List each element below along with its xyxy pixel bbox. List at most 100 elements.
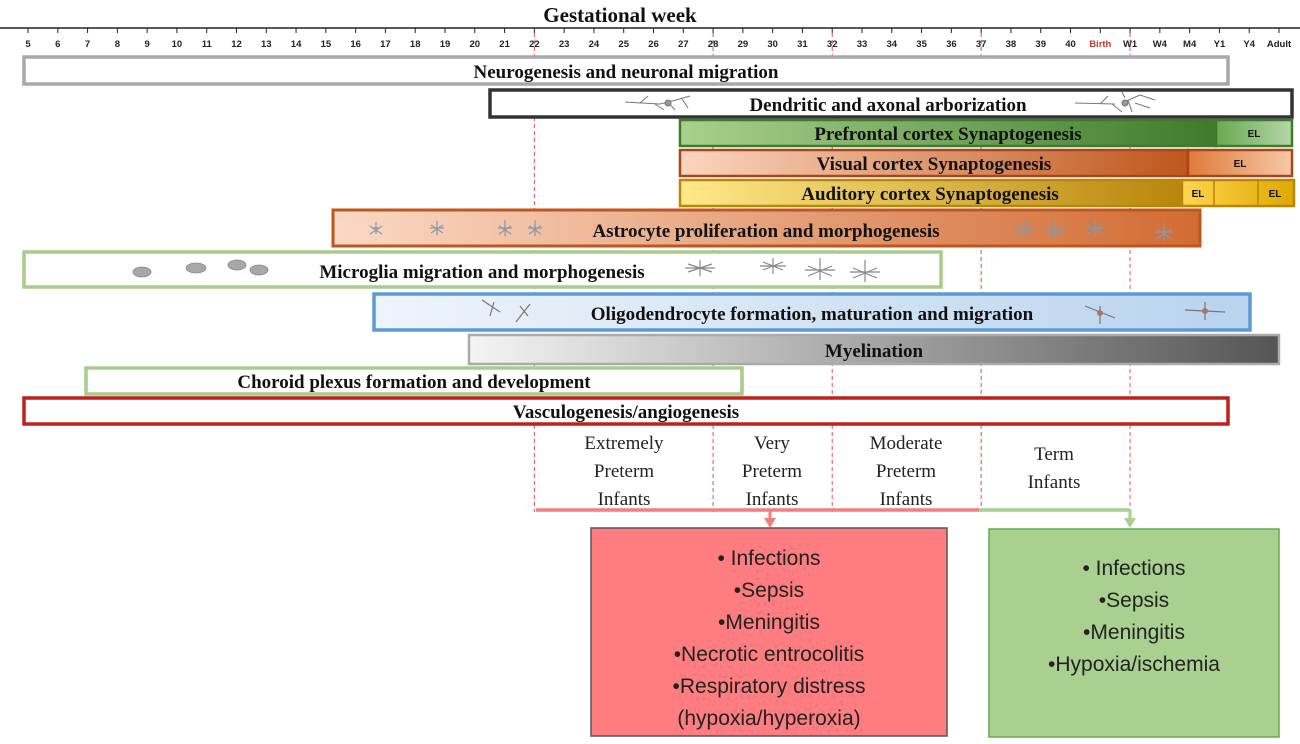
term-risk-box: • Infections •Sepsis •Meningitis •Hypoxi… [988,528,1280,738]
astrocyte-icon [369,218,1173,241]
preterm-connector [536,508,979,528]
axis-tick-label: 17 [380,39,391,50]
axis-tick-label: 39 [1035,39,1046,50]
axis-tick-label: 34 [886,39,897,50]
group-moderate-preterm: Moderate Preterm Infants [870,433,943,510]
el-label: EL [1248,129,1261,140]
svg-text:Preterm: Preterm [876,461,936,482]
risk-item: •Hypoxia/ischemia [1048,653,1220,676]
axis-tick-label: 37 [976,39,987,50]
svg-text:Preterm: Preterm [594,461,654,482]
group-very-preterm: Very Preterm Infants [742,433,802,510]
axis-tick-label: 11 [202,39,213,50]
bar-label-auditory: Auditory cortex Synaptogenesis [801,184,1059,205]
bar-label-vasculo: Vasculogenesis/angiogenesis [513,402,739,423]
bar-label-oligodendrocyte: Oligodendrocyte formation, maturation an… [591,304,1034,325]
bar-prefrontal: EL Prefrontal cortex Synaptogenesis [678,118,1294,148]
bar-label-neurogenesis: Neurogenesis and neuronal migration [474,62,779,83]
axis-tick-label: 31 [797,39,808,50]
axis-tick-label: 26 [648,39,659,50]
axis-tick-label: 29 [738,39,749,50]
risk-item: (hypoxia/hyperoxia) [677,707,860,730]
risk-item: • Infections [717,547,820,570]
preterm-risk-box: • Infections •Sepsis •Meningitis •Necrot… [590,527,948,737]
el-marker [1214,118,1294,148]
microglia-icon [132,259,269,278]
svg-text:Extremely: Extremely [584,433,664,454]
chart-title: Gestational week [543,3,697,27]
axis-tick-label: 36 [946,39,957,50]
axis-tick-label: 19 [440,39,451,50]
group-term: Term Infants [1028,444,1081,493]
svg-text:Very: Very [754,433,790,454]
risk-item: •Sepsis [734,579,804,602]
el-label: EL [1269,189,1282,200]
svg-text:Infants: Infants [746,489,799,510]
risk-item: •Sepsis [1099,589,1169,612]
axis-tick-label: Y4 [1243,39,1255,50]
bar-vasculo: Vasculogenesis/angiogenesis [22,396,1230,426]
axis-tick-label: 8 [115,39,120,50]
axis-tick-label: 15 [321,39,332,50]
axis-tick-label: 38 [1006,39,1017,50]
bar-label-dendritic: Dendritic and axonal arborization [749,95,1027,116]
risk-item: •Respiratory distress [673,675,866,698]
axis-tick-label: Birth [1089,39,1111,50]
bar-label-choroid: Choroid plexus formation and development [237,372,591,393]
axis-tick-label: 25 [618,39,629,50]
el-label: EL [1192,189,1205,200]
axis-tick-label: 13 [261,39,272,50]
axis-tick-label: 14 [291,39,302,50]
el-label: EL [1234,159,1247,170]
term-connector [979,508,1136,528]
axis-tick-label: 18 [410,39,421,50]
axis-tick-label: 22 [529,39,540,50]
axis-tick-label: 9 [144,39,149,50]
bar-auditory: EL EL Auditory cortex Synaptogenesis [678,178,1296,208]
bar-myelination: Myelination [467,333,1281,366]
axis-tick-label: M4 [1183,39,1197,50]
svg-text:Moderate: Moderate [870,433,943,454]
el-marker [1186,148,1294,178]
axis-tick-label: 32 [827,39,838,50]
bar-dendritic: Dendritic and axonal arborization [488,88,1294,119]
risk-item: •Necrotic entrocolitis [674,643,865,666]
axis-tick-label: Adult [1267,39,1292,50]
bar-oligodendrocyte: Oligodendrocyte formation, maturation an… [372,292,1252,332]
bar-microglia: Microglia migration and morphogenesis [22,250,943,289]
axis-tick-label: Y1 [1214,39,1226,50]
bar-label-prefrontal: Prefrontal cortex Synaptogenesis [814,124,1081,145]
svg-text:Infants: Infants [598,489,651,510]
axis-tick-label: 27 [678,39,689,50]
bar-label-astrocyte: Astrocyte proliferation and morphogenesi… [592,221,939,242]
svg-text:Term: Term [1034,444,1074,465]
bar-visual: EL Visual cortex Synaptogenesis [678,148,1294,178]
axis-tick-label: 16 [350,39,361,50]
axis-tick-label: 33 [857,39,868,50]
bar-label-myelination: Myelination [825,341,924,362]
axis-tick-label: 24 [589,39,600,50]
bar-neurogenesis: Neurogenesis and neuronal migration [22,55,1230,86]
axis-tick-label: 7 [85,39,90,50]
axis-tick-label: 23 [559,39,570,50]
risk-item: • Infections [1082,557,1185,580]
axis-tick-label: 6 [55,39,60,50]
neuron-icon [624,95,691,111]
group-extremely-preterm: Extremely Preterm Infants [584,433,664,510]
axis-tick-label: W4 [1153,39,1168,50]
neuron-icon [1074,91,1156,113]
el-marker [1180,178,1296,208]
axis-tick-label: W1 [1123,39,1138,50]
risk-item: •Meningitis [718,611,820,634]
microglia-branched-icon [685,258,880,282]
axis-tick-label: 30 [767,39,778,50]
bar-label-visual: Visual cortex Synaptogenesis [817,154,1052,175]
axis-tick-label: 20 [469,39,480,50]
bar-label-microglia: Microglia migration and morphogenesis [319,262,644,283]
axis-tick-label: 12 [231,39,242,50]
axis-tick-label: 35 [916,39,927,50]
axis-tick-label: 21 [499,39,510,50]
